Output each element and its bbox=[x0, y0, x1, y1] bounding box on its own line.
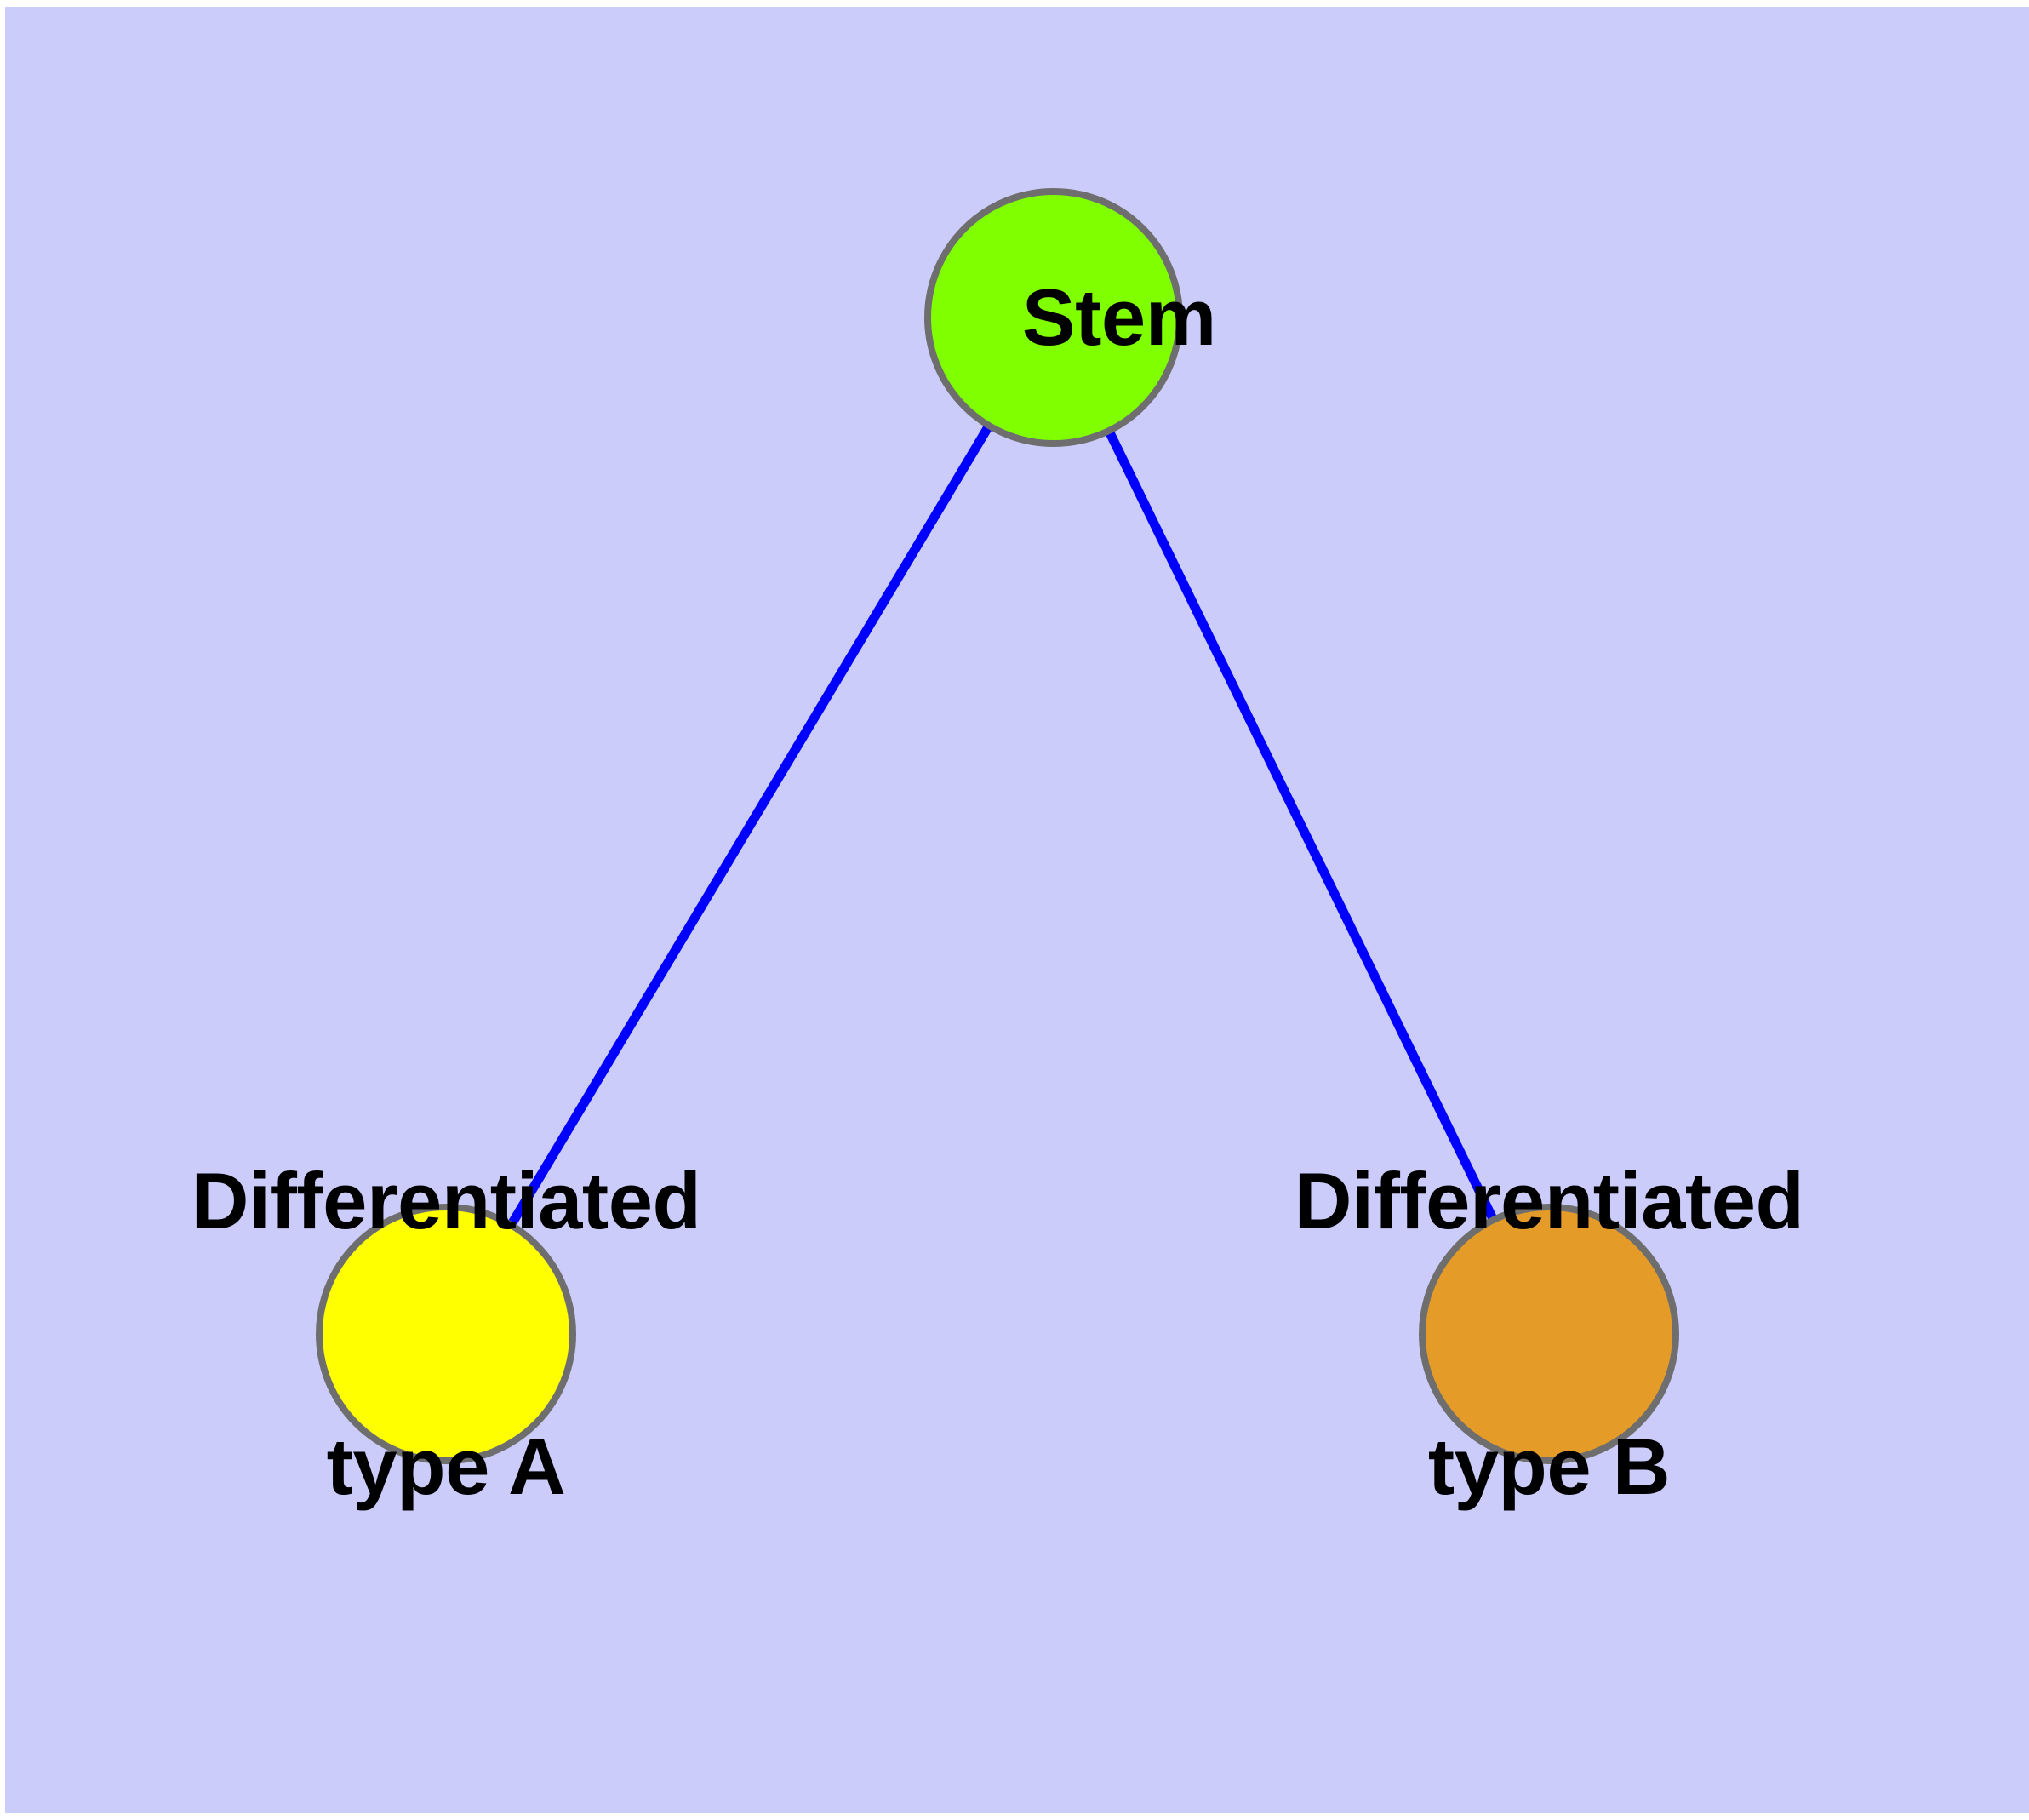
edge-stem-diff-a[interactable] bbox=[442, 315, 1058, 1336]
node-diff-b[interactable] bbox=[1419, 1204, 1679, 1464]
edge-layer bbox=[442, 315, 1553, 1336]
edge-stem-diff-b[interactable] bbox=[1049, 315, 1553, 1336]
graph-plot-area: Stem Differentiated type A Differentiate… bbox=[5, 7, 2029, 1813]
node-stem[interactable] bbox=[924, 188, 1183, 447]
node-layer bbox=[316, 188, 1679, 1464]
node-diff-a[interactable] bbox=[316, 1204, 576, 1464]
graph-svg bbox=[5, 7, 2029, 1813]
